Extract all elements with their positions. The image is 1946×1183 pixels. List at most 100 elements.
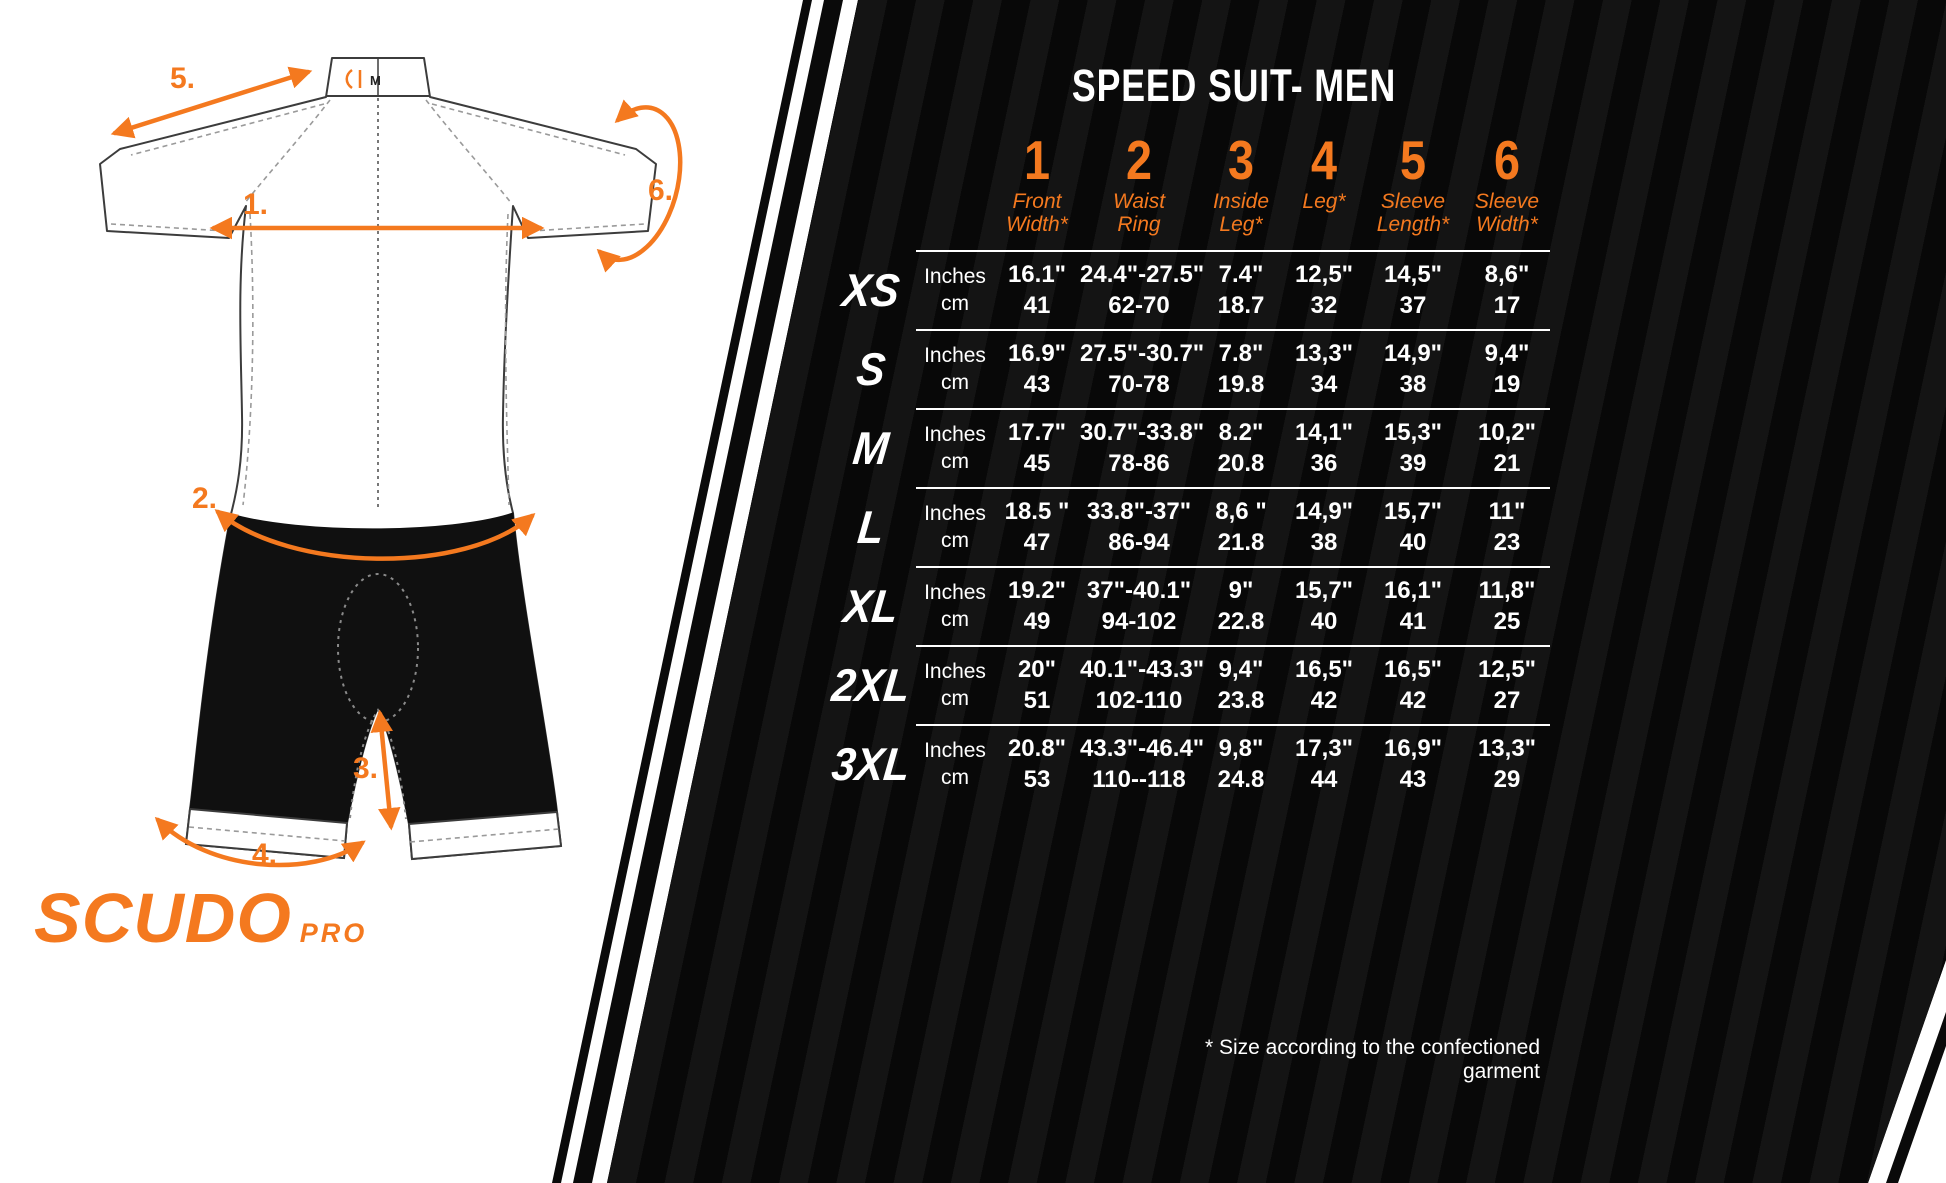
brand-suffix: PRO	[299, 918, 368, 948]
size-row: M Inches cm 17.7"45 30.7"-33.8"78-86 8.2"…	[826, 408, 1552, 487]
column-number: 2	[1125, 130, 1153, 192]
page-title: SPEED SUIT- MEN	[1071, 60, 1397, 111]
measure-label-5: 5.	[170, 62, 195, 95]
measure-arrow-2	[214, 509, 536, 561]
value-sleeve-length: 15,3"39	[1383, 418, 1443, 477]
size-label: 2XL	[829, 658, 913, 711]
value-waist-ring: 40.1"-43.3"102-110	[1080, 655, 1205, 714]
value-inside-leg: 9,8"24.8	[1217, 734, 1265, 793]
value-leg: 15,7"40	[1294, 576, 1354, 635]
size-label: 3XL	[829, 737, 913, 790]
value-leg: 17,3"44	[1294, 734, 1354, 793]
measure-label-6: 6.	[648, 174, 673, 207]
value-front-width: 16.9"43	[1007, 339, 1067, 398]
value-waist-ring: 43.3"-46.4"110--118	[1080, 734, 1205, 793]
value-leg: 16,5"42	[1294, 655, 1354, 714]
value-sleeve-width: 11"23	[1488, 497, 1526, 556]
value-sleeve-width: 9,4"19	[1484, 339, 1530, 398]
column-label-line: Sleeve	[1380, 190, 1446, 213]
value-leg: 14,1"36	[1294, 418, 1354, 477]
column-label-line: Leg*	[1302, 190, 1346, 213]
unit-labels: Inches cm	[916, 658, 994, 712]
unit-cm: cm	[941, 291, 969, 315]
size-label: XS	[840, 263, 902, 316]
value-waist-ring: 30.7"-33.8"78-86	[1080, 418, 1205, 477]
column-label-line: Ring	[1117, 213, 1161, 236]
column-label-line: Inside	[1212, 190, 1270, 213]
value-leg: 13,3"34	[1294, 339, 1354, 398]
value-front-width: 16.1"41	[1007, 260, 1067, 319]
suit-outline	[99, 57, 657, 860]
value-sleeve-length: 15,7"40	[1383, 497, 1443, 556]
value-leg: 12,5"32	[1294, 260, 1354, 319]
column-label: Leg*	[1284, 190, 1364, 213]
unit-inches: Inches	[924, 659, 986, 683]
unit-cm: cm	[941, 528, 969, 552]
value-leg: 14,9"38	[1294, 497, 1354, 556]
unit-inches: Inches	[924, 501, 986, 525]
value-front-width: 17.7"45	[1007, 418, 1067, 477]
column-number: 5	[1399, 130, 1427, 192]
value-inside-leg: 8,6 "21.8	[1215, 497, 1267, 556]
brand-name: SCUDO	[34, 879, 292, 957]
measure-arrow-6	[596, 99, 683, 273]
footnote: * Size according to the confectioned gar…	[1204, 1036, 1540, 1083]
size-label: L	[855, 500, 887, 553]
value-front-width: 19.2"49	[1007, 576, 1067, 635]
unit-inches: Inches	[924, 343, 986, 367]
value-sleeve-width: 13,3"29	[1477, 734, 1537, 793]
value-sleeve-length: 16,9"43	[1383, 734, 1443, 793]
column-label-line: Leg*	[1219, 213, 1263, 236]
value-waist-ring: 24.4"-27.5"62-70	[1080, 260, 1205, 319]
column-label-line: Sleeve	[1474, 190, 1540, 213]
value-inside-leg: 8.2"20.8	[1217, 418, 1265, 477]
measure-arrow-4	[154, 816, 366, 868]
unit-cm: cm	[941, 449, 969, 473]
unit-cm: cm	[941, 370, 969, 394]
value-sleeve-width: 10,2"21	[1477, 418, 1537, 477]
size-label: S	[854, 342, 888, 395]
unit-labels: Inches cm	[916, 342, 994, 396]
value-sleeve-width: 8,6"17	[1484, 260, 1530, 319]
column-label-line: Length*	[1376, 213, 1450, 236]
unit-cm: cm	[941, 765, 969, 789]
unit-labels: Inches cm	[916, 421, 994, 475]
measure-label-1: 1.	[243, 188, 268, 221]
value-sleeve-width: 11,8"25	[1478, 576, 1536, 635]
unit-cm: cm	[941, 686, 969, 710]
measure-arrow-5	[110, 66, 313, 139]
column-number: 6	[1493, 130, 1521, 192]
column-number: 4	[1310, 130, 1338, 192]
garment-diagram-panel: M	[0, 0, 800, 1000]
value-front-width: 18.5 "47	[1004, 497, 1070, 556]
value-sleeve-length: 14,9"38	[1383, 339, 1443, 398]
unit-labels: Inches cm	[916, 500, 994, 554]
chamois-pad	[337, 573, 419, 723]
size-label: XL	[841, 579, 901, 632]
column-header: 4 Leg*	[1284, 134, 1364, 213]
size-label: M	[850, 421, 892, 474]
collar-size-tag: M	[370, 73, 381, 88]
unit-inches: Inches	[924, 422, 986, 446]
column-label-line: Width*	[1476, 213, 1538, 236]
